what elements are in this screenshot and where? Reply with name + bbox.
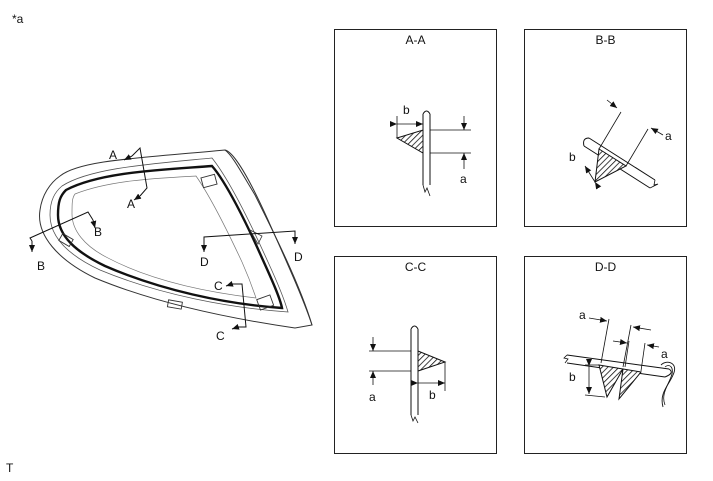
cut-label-b2: B <box>94 225 102 239</box>
section-cc-title: C-C <box>404 260 427 274</box>
cut-label-d2: D <box>294 250 303 264</box>
cut-label-a2: A <box>127 197 135 211</box>
dam-line <box>56 164 284 310</box>
aa-dim-a: a <box>460 172 467 186</box>
section-bb-title: B-B <box>595 33 616 47</box>
cut-label-d1: D <box>200 255 209 269</box>
section-bb-panel: B-B a b <box>524 29 687 227</box>
aa-dim-b: b <box>403 103 410 117</box>
cut-label-b1: B <box>37 259 45 273</box>
dd-dim-b: b <box>569 370 576 384</box>
bb-dim-a: a <box>665 129 672 143</box>
section-aa-panel: A-A b a <box>334 29 497 227</box>
section-dd-panel: D-D a a b <box>524 256 687 454</box>
figure-label: *a <box>12 12 24 26</box>
footer-mark: T <box>6 461 14 475</box>
cc-dim-a: a <box>369 390 376 404</box>
section-cc-panel: C-C a b <box>334 256 497 454</box>
section-aa-title: A-A <box>405 33 426 47</box>
cc-dim-b: b <box>429 388 436 402</box>
dd-dim-a1: a <box>579 308 586 322</box>
cut-label-c2: C <box>216 329 225 343</box>
bb-dim-b: b <box>569 150 576 164</box>
section-dd-title: D-D <box>594 260 617 274</box>
cut-label-a1: A <box>109 148 117 162</box>
dd-dim-a2: a <box>661 347 668 361</box>
cut-label-c1: C <box>214 279 223 293</box>
